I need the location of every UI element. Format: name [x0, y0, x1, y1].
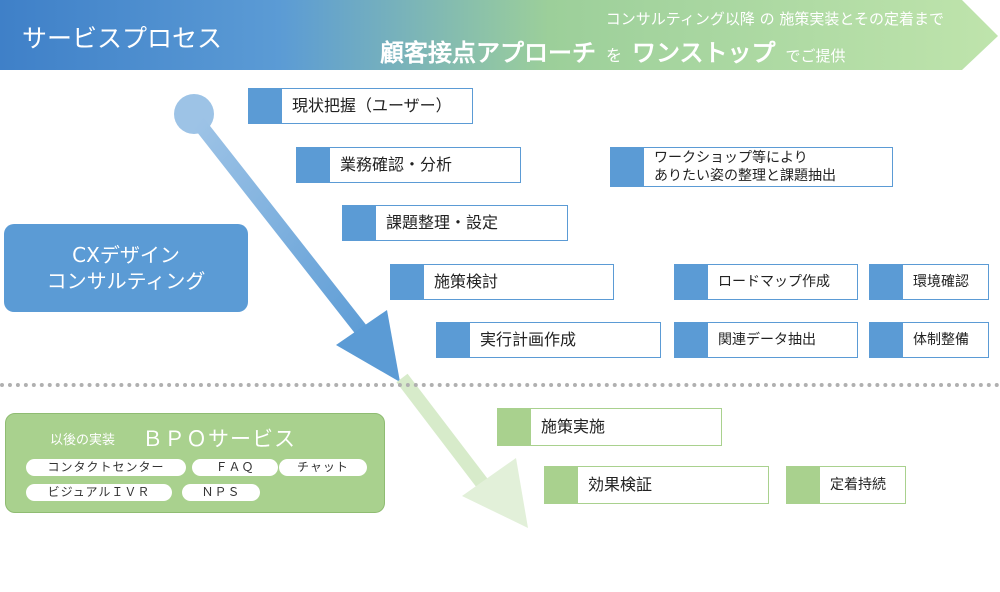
step-execution-plan: 実行計画作成: [436, 322, 661, 358]
cx-label-line1: CXデザイン: [72, 243, 180, 267]
step-marker: [249, 89, 282, 123]
bpo-pill-chat: チャット: [279, 459, 367, 476]
green-arrow-shaft: [396, 373, 501, 505]
deliverable-organization: 体制整備: [869, 322, 989, 358]
bpo-pill-nps: ＮＰＳ: [182, 484, 260, 501]
step-marker: [675, 323, 708, 357]
step-label: 課題整理・設定: [386, 213, 499, 232]
step-issue-setting: 課題整理・設定: [342, 205, 568, 241]
bpo-pill-contact-center: コンタクトセンター: [26, 459, 186, 476]
step-marker: [611, 148, 644, 186]
step-marker: [545, 467, 578, 503]
step-marker: [870, 323, 903, 357]
banner-arrow-shape: [0, 0, 998, 70]
header-banner: サービスプロセス コンサルティング以降 の 施策実装とその定着まで 顧客接点アプ…: [0, 0, 1000, 72]
step-marker: [343, 206, 376, 240]
tagline-provide: でご提供: [785, 47, 846, 65]
deliverable-environment: 環境確認: [869, 264, 989, 300]
blue-arrow-shaft: [192, 117, 379, 350]
step-label: 施策実施: [541, 417, 606, 436]
step-effect-verification: 効果検証: [544, 466, 769, 504]
step-label: 体制整備: [913, 332, 969, 348]
step-sustain: 定着持続: [786, 466, 906, 504]
step-label: 環境確認: [913, 274, 969, 290]
step-label: 効果検証: [588, 475, 653, 494]
section-divider: [0, 383, 1000, 387]
step-label: 業務確認・分析: [340, 155, 453, 174]
step-marker: [870, 265, 903, 299]
bpo-title: ＢＰＯサービス: [142, 427, 296, 451]
step-business-analysis: 業務確認・分析: [296, 147, 521, 183]
green-arrow-head: [462, 458, 528, 528]
step-label: 現状把握（ユーザー）: [292, 96, 452, 115]
cx-consulting-label: CXデザイン コンサルティング: [4, 224, 248, 312]
step-measure-review: 施策検討: [390, 264, 614, 300]
bpo-services-box: 以後の実装 ＢＰＯサービス コンタクトセンター ＦＡＱ チャット ビジュアルＩＶ…: [5, 413, 385, 513]
banner-tagline-bottom: 顧客接点アプローチをワンストップでご提供: [380, 33, 846, 68]
bpo-pill-visual-ivr: ビジュアルＩＶＲ: [26, 484, 172, 501]
banner-tagline-top: コンサルティング以降 の 施策実装とその定着まで: [605, 10, 944, 28]
step-label: 定着持続: [830, 477, 886, 493]
step-implementation: 施策実施: [497, 408, 722, 446]
tagline-particle: を: [606, 46, 623, 65]
deliverable-roadmap: ロードマップ作成: [674, 264, 858, 300]
step-marker: [787, 467, 820, 503]
deliverable-data-extraction: 関連データ抽出: [674, 322, 858, 358]
tagline-one-stop: ワンストップ: [632, 39, 776, 67]
workshop-line1: ワークショップ等により: [654, 150, 808, 166]
step-label: ロードマップ作成: [718, 274, 830, 290]
step-label: 実行計画作成: [480, 330, 577, 349]
blue-arrow-head: [336, 310, 400, 382]
workshop-label: ワークショップ等により ありたい姿の整理と課題抽出: [644, 149, 836, 185]
step-label: 施策検討: [434, 272, 499, 291]
step-marker: [391, 265, 424, 299]
workshop-box: ワークショップ等により ありたい姿の整理と課題抽出: [610, 147, 893, 187]
step-marker: [297, 148, 330, 182]
step-label: 関連データ抽出: [718, 332, 816, 348]
tagline-approach: 顧客接点アプローチ: [380, 39, 596, 67]
bpo-prefix: 以後の実装: [50, 433, 116, 448]
cx-label-line2: コンサルティング: [46, 269, 206, 293]
workshop-line2: ありたい姿の整理と課題抽出: [654, 168, 836, 184]
bpo-pill-faq: ＦＡＱ: [192, 459, 278, 476]
step-marker: [437, 323, 470, 357]
step-marker: [675, 265, 708, 299]
step-marker: [498, 409, 531, 445]
step-current-state: 現状把握（ユーザー）: [248, 88, 473, 124]
banner-title: サービスプロセス: [22, 24, 223, 53]
